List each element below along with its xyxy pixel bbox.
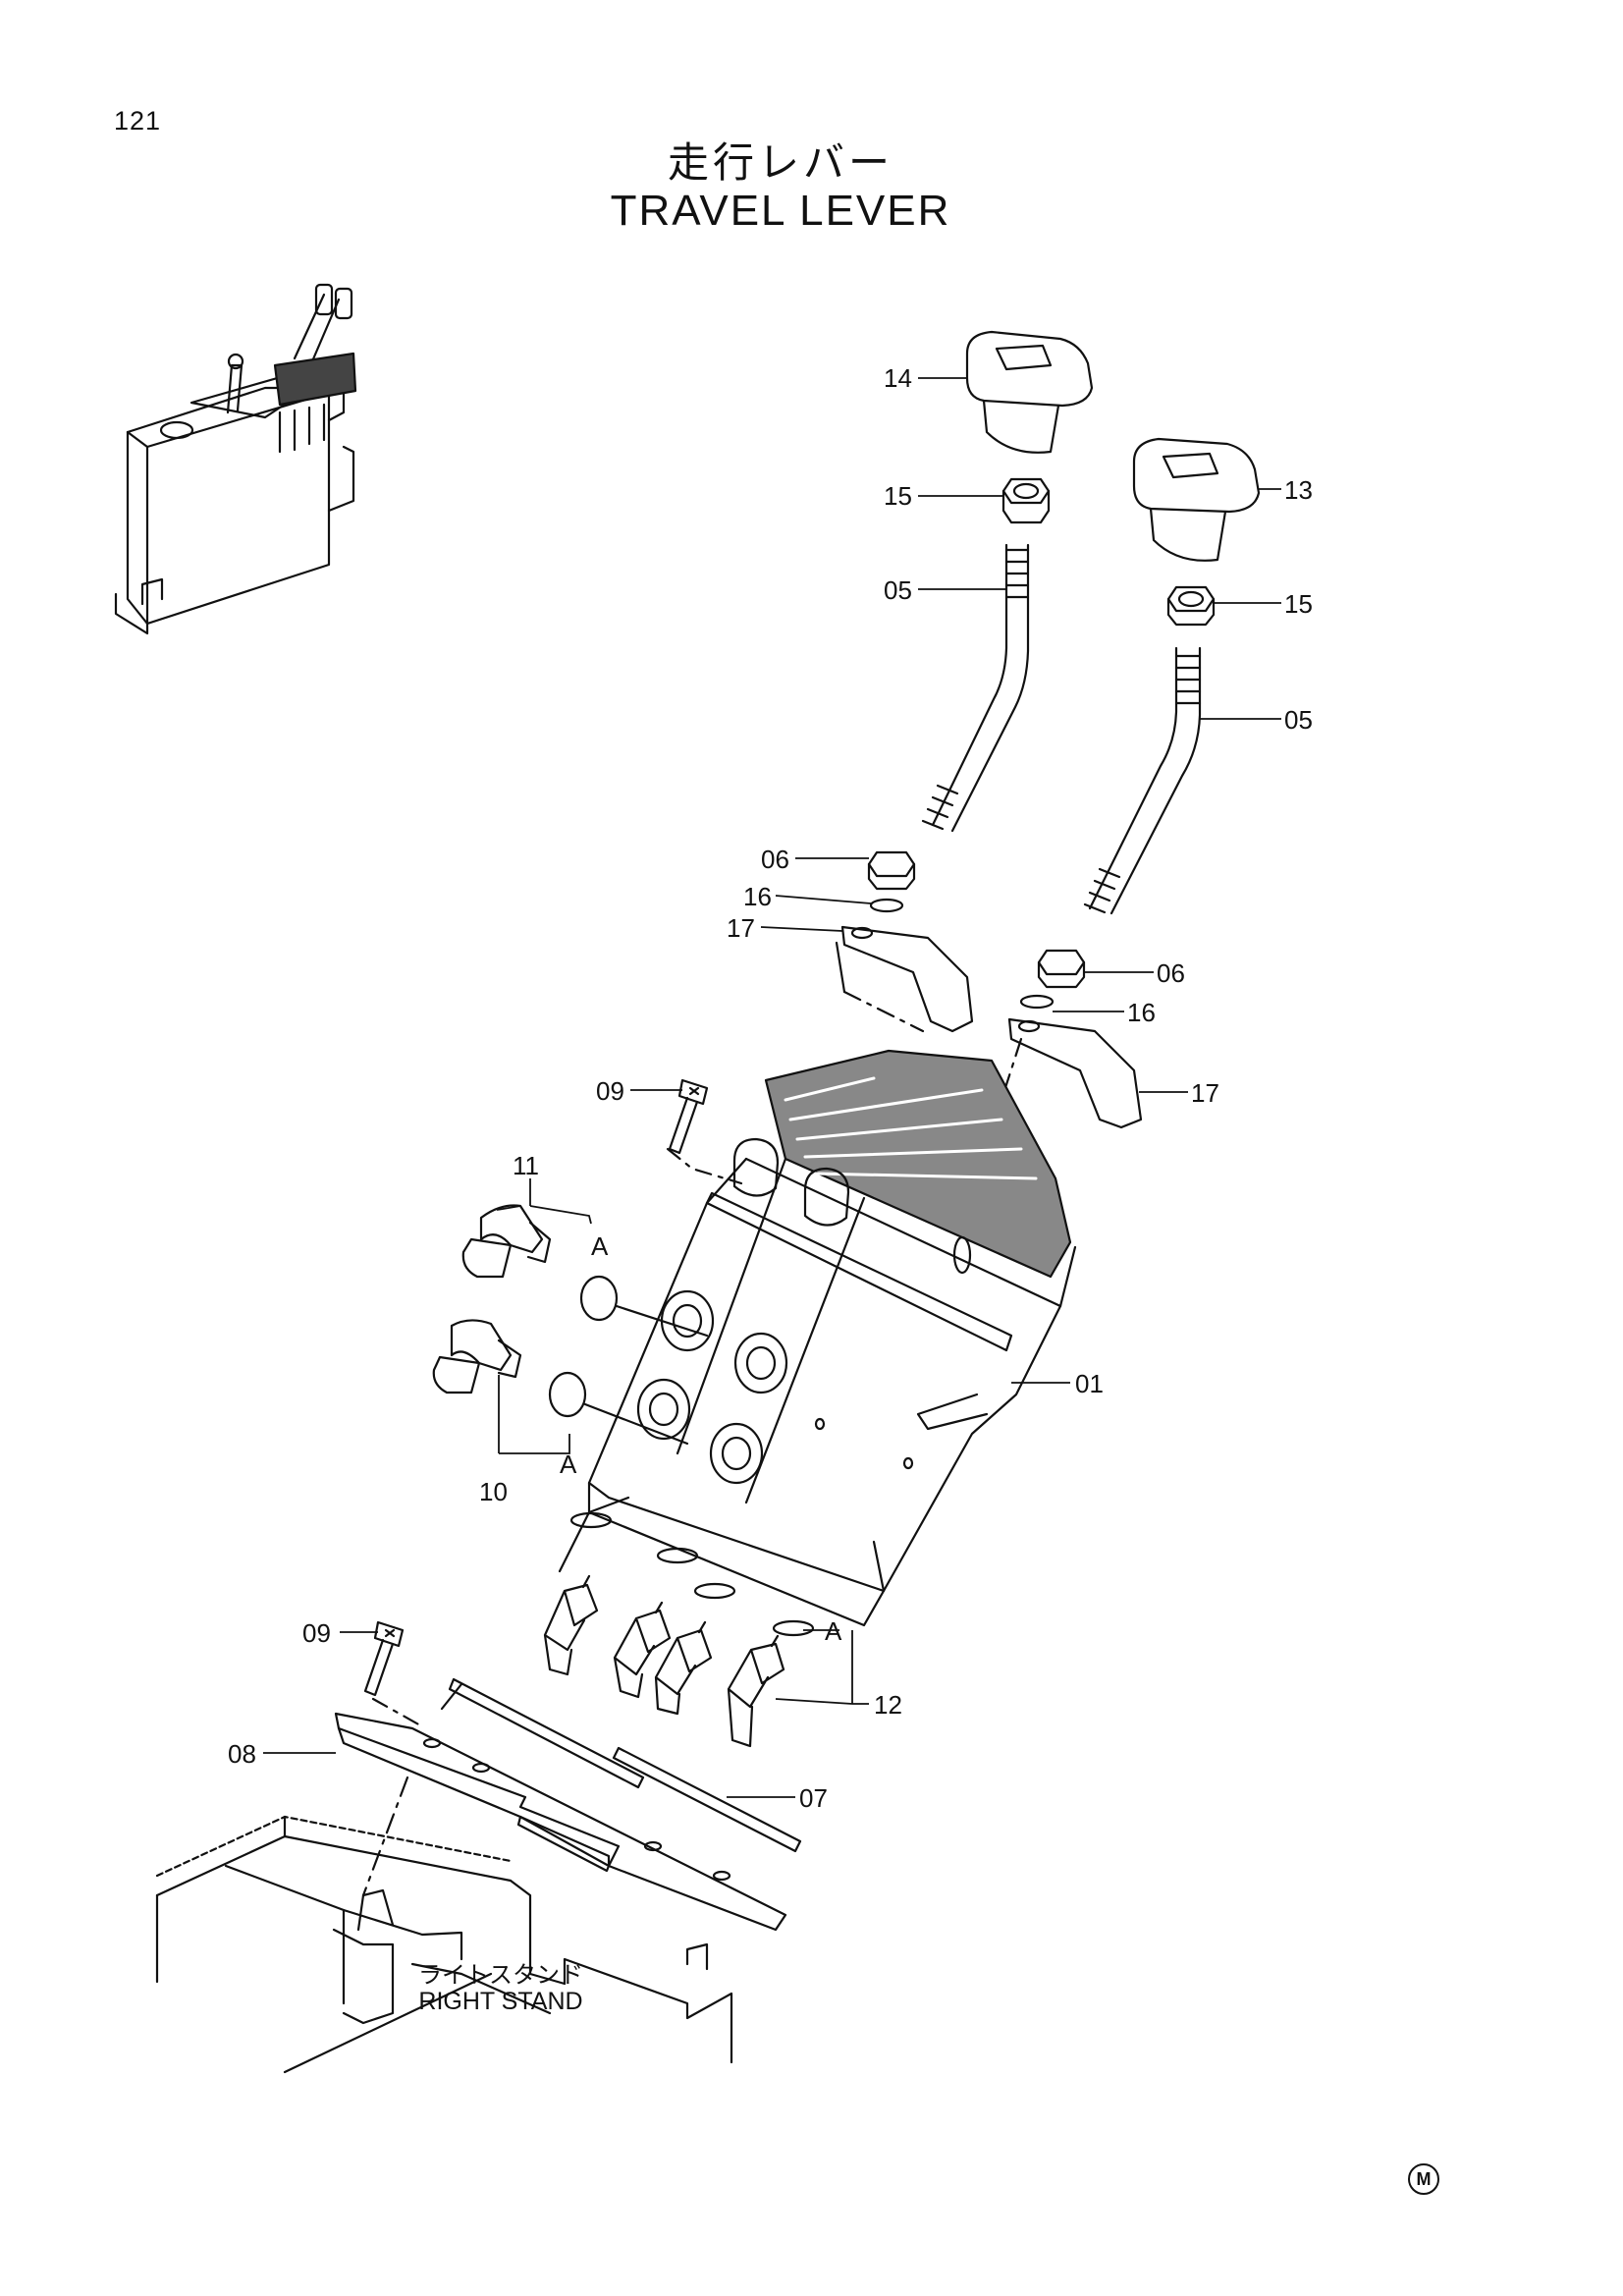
lever-rod-05-right [1083, 646, 1202, 915]
callout-05-right: 05 [1284, 705, 1313, 735]
fittings-12 [543, 1574, 785, 1748]
grip-13 [1132, 437, 1261, 562]
callout-05-left: 05 [884, 575, 912, 605]
callout-16-right: 16 [1127, 998, 1156, 1027]
o-rings-bottom [569, 1511, 815, 1637]
elbow-fitting-11 [461, 1204, 552, 1279]
nut-15-right [1166, 585, 1216, 627]
plate-08 [334, 1712, 787, 1932]
nut-washer-plate-left [835, 850, 974, 1033]
grip-14 [965, 330, 1094, 454]
title-english: TRAVEL LEVER [610, 187, 951, 235]
callout-14: 14 [884, 363, 912, 393]
pilot-valve-body-01 [558, 1049, 1077, 1627]
callout-15-right: 15 [1284, 589, 1313, 619]
callout-09-lower: 09 [302, 1618, 331, 1648]
callout-15-left: 15 [884, 481, 912, 511]
callout-11: 11 [513, 1151, 539, 1180]
callout-08: 08 [228, 1739, 256, 1769]
stand-label-english: RIGHT STAND [418, 1988, 583, 2015]
callout-09-upper: 09 [596, 1076, 624, 1106]
callout-06-right: 06 [1157, 958, 1185, 988]
callout-17-left: 17 [727, 913, 755, 943]
guide-line [583, 1402, 689, 1446]
callout-01: 01 [1075, 1369, 1104, 1398]
callout-07: 07 [799, 1783, 828, 1813]
callout-10: 10 [479, 1477, 508, 1506]
gasket-07 [440, 1677, 802, 1853]
callout-A-middle: A [560, 1449, 577, 1479]
o-ring-upper [579, 1275, 619, 1322]
bolt-09-upper [668, 1078, 709, 1155]
guide-line [666, 1147, 743, 1185]
o-ring-lower [548, 1371, 587, 1418]
right-stand-base [155, 1815, 733, 2074]
manufacturer-mark: M [1408, 2163, 1439, 2195]
stand-label-japanese: ライトスタンド [418, 1961, 583, 1989]
nut-15-left [1001, 477, 1051, 524]
nut-washer-plate-right [1000, 949, 1143, 1129]
page-number: 121 [114, 106, 162, 136]
lever-rod-05-left [921, 543, 1030, 833]
callout-A-upper: A [591, 1231, 609, 1261]
elbow-fitting-10 [432, 1319, 522, 1394]
title-japanese: 走行レバー [667, 138, 893, 187]
callout-17-right: 17 [1191, 1078, 1219, 1108]
callout-06-left: 06 [761, 845, 789, 874]
bolt-09-lower [363, 1620, 424, 1728]
location-inset [114, 283, 357, 635]
guide-line [615, 1304, 709, 1338]
callout-16-left: 16 [743, 882, 772, 911]
callout-13: 13 [1284, 475, 1313, 505]
callout-A-lower: A [825, 1616, 842, 1646]
leader-lines [263, 377, 1281, 1798]
callout-12: 12 [874, 1690, 902, 1720]
